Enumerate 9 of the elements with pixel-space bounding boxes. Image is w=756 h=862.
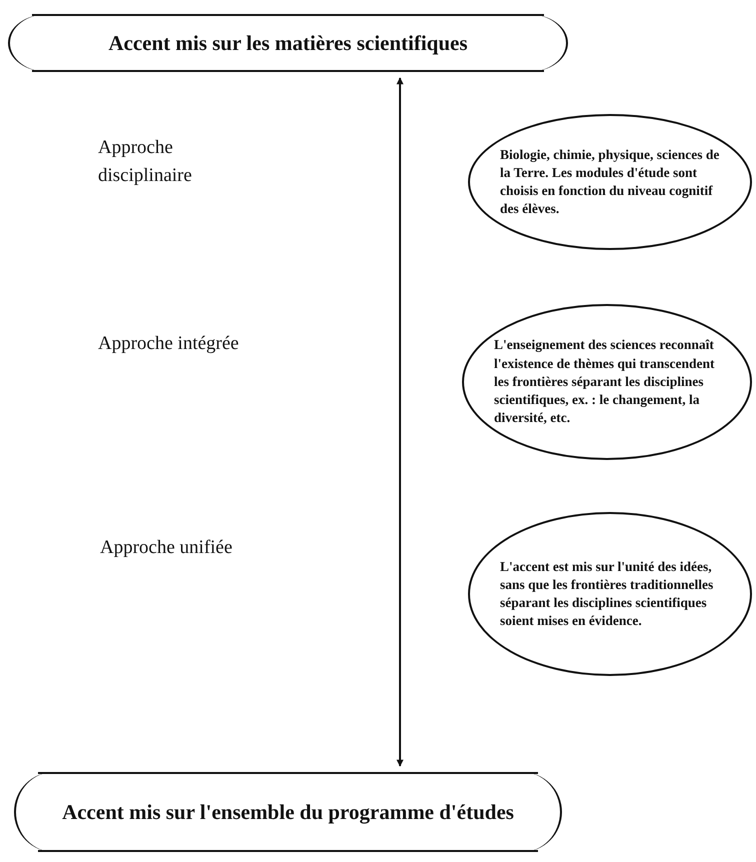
oval-box: L'enseignement des sciences reconnaît l'existence de thèmes qui transcendent les frontières séparant les disciplines scientifiques, ex. : le changement, la diversité, etc.	[462, 304, 752, 460]
approach-label: Approche disciplinaire	[98, 136, 193, 188]
double-arrow	[396, 77, 404, 767]
rounded-box: Accent mis sur les matières scientifiques	[8, 14, 568, 72]
approach-label: Approche intégrée	[98, 332, 240, 356]
rounded-box: Accent mis sur l'ensemble du programme d'études	[14, 772, 562, 852]
oval-box: Biologie, chimie, physique, sciences de la Terre. Les modules d'étude sont choisis en fonction du niveau cognitif des élèves.	[468, 114, 752, 250]
oval-box: L'accent est mis sur l'unité des idées, sans que les frontières traditionnelles séparant les disciplines scientifiques soient mises en évidence.	[468, 512, 752, 676]
approach-label: Approche unifiée	[100, 536, 234, 560]
